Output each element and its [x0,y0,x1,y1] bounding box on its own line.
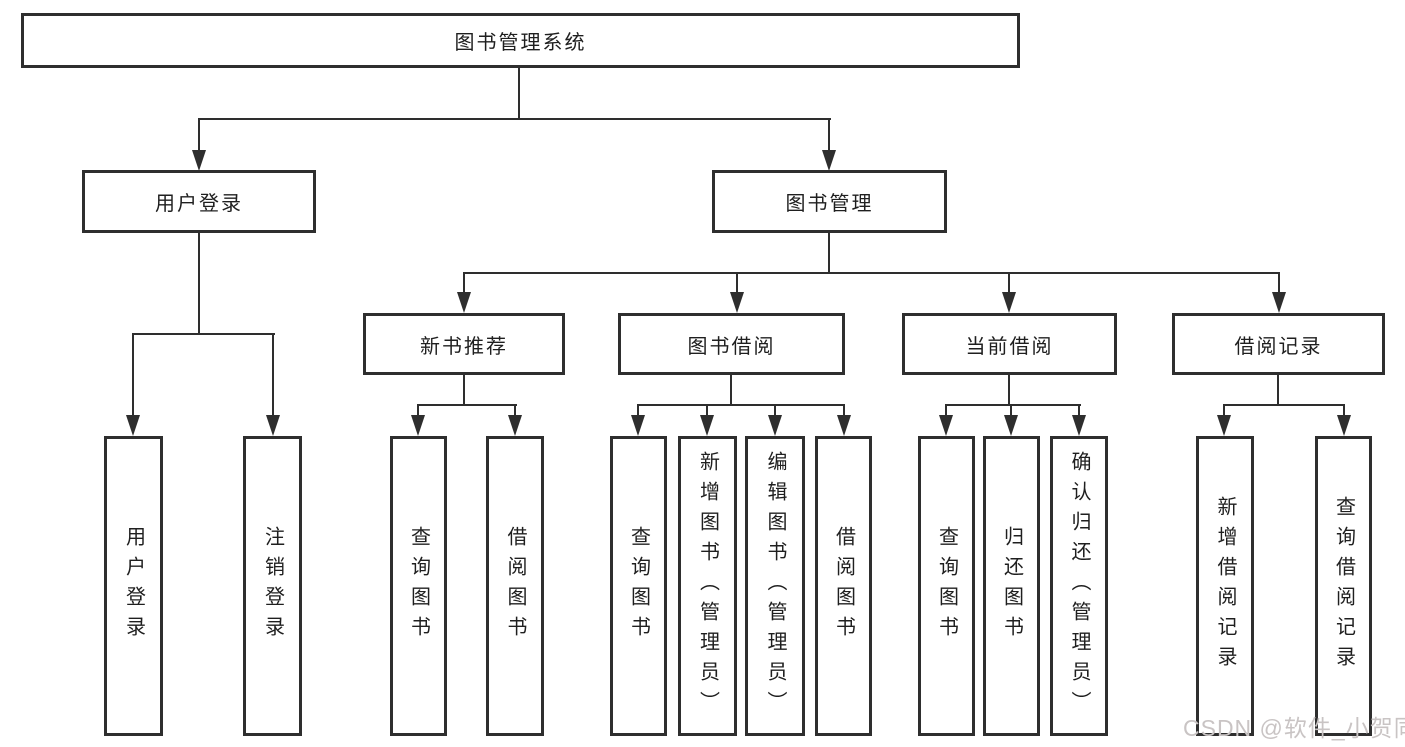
node-label: 图书管理系统 [454,32,587,54]
node-book-borrowing: 图书借阅 [618,313,845,375]
leaf-query-books-current: 查询图书 [918,436,975,736]
arrow-down-icon [192,150,206,171]
node-label: 查询图书 [407,526,430,646]
connector-line [198,118,831,120]
connector-line [1008,272,1010,294]
node-label: 用户登录 [155,193,243,215]
node-user-login: 用户登录 [82,170,316,233]
leaf-add-books-admin: 新增图书（管理员） [678,436,737,736]
arrow-down-icon [1272,292,1286,313]
connector-line [417,404,419,417]
leaf-add-borrow-record: 新增借阅记录 [1196,436,1254,736]
connector-line [1278,272,1280,294]
connector-line [1010,404,1012,417]
connector-line [198,118,200,152]
connector-line [706,404,708,417]
arrow-down-icon [457,292,471,313]
node-current-borrowing: 当前借阅 [902,313,1117,375]
connector-line [730,375,732,406]
connector-line [945,404,947,417]
connector-line [272,333,274,417]
connector-line [774,404,776,417]
node-label: 查询图书 [627,526,650,646]
connector-line [463,272,1280,274]
connector-line [132,333,134,417]
connector-line [1078,404,1080,417]
arrow-down-icon [1337,415,1351,436]
arrow-down-icon [126,415,140,436]
leaf-borrow-books: 借阅图书 [815,436,872,736]
leaf-return-books: 归还图书 [983,436,1040,736]
connector-line [637,404,639,417]
leaf-user-login: 用户登录 [104,436,163,736]
connector-line [514,404,516,417]
arrow-down-icon [837,415,851,436]
leaf-edit-books-admin: 编辑图书（管理员） [745,436,805,736]
connector-line [736,272,738,294]
arrow-down-icon [1072,415,1086,436]
node-label: 当前借阅 [965,335,1054,358]
node-label: 归还图书 [1000,526,1023,646]
connector-line [828,233,830,274]
arrow-down-icon [1002,292,1016,313]
arrow-down-icon [1217,415,1231,436]
node-label: 新书推荐 [420,335,508,358]
connector-line [843,404,845,417]
node-label: 编辑图书（管理员） [764,451,786,721]
leaf-query-books-recommendation: 查询图书 [390,436,447,736]
arrow-down-icon [631,415,645,436]
connector-line [463,272,465,294]
connector-line [1223,404,1345,406]
node-borrowing-records: 借阅记录 [1172,313,1385,375]
arrow-down-icon [1004,415,1018,436]
leaf-query-books-borrowing: 查询图书 [610,436,667,736]
connector-line [518,67,520,120]
node-label: 新增图书（管理员） [696,451,719,721]
connector-line [417,404,517,406]
arrow-down-icon [939,415,953,436]
arrow-down-icon [768,415,782,436]
connector-line [132,333,275,335]
connector-line [1223,404,1225,417]
arrow-down-icon [411,415,425,436]
leaf-logout: 注销登录 [243,436,302,736]
csdn-watermark: CSDN @软件_小贺同学 [1183,715,1405,741]
connector-line [198,233,200,335]
arrow-down-icon [508,415,522,436]
node-label: 借阅记录 [1234,335,1323,358]
connector-line [945,404,1081,406]
arrow-down-icon [700,415,714,436]
node-label: 借阅图书 [832,526,855,646]
connector-line [1277,375,1279,406]
arrow-down-icon [266,415,280,436]
node-label: 用户登录 [122,526,145,646]
connector-line [828,118,830,152]
connector-line [1008,375,1010,406]
leaf-confirm-return-admin: 确认归还（管理员） [1050,436,1108,736]
connector-line [1343,404,1345,417]
node-label: 借阅图书 [504,526,526,646]
leaf-borrow-books-recommendation: 借阅图书 [486,436,544,736]
arrow-down-icon [730,292,744,313]
node-label: 图书借阅 [687,335,776,358]
node-label: 查询图书 [935,526,958,646]
arrow-down-icon [822,150,836,171]
node-library-management-system: 图书管理系统 [21,13,1020,68]
node-label: 查询借阅记录 [1332,496,1355,676]
node-label: 图书管理 [785,193,874,215]
node-book-management: 图书管理 [712,170,947,233]
node-label: 确认归还（管理员） [1068,451,1090,721]
node-new-book-recommendation: 新书推荐 [363,313,565,375]
node-label: 新增借阅记录 [1214,496,1236,676]
connector-line [463,375,465,406]
connector-line [637,404,845,406]
leaf-query-borrow-record: 查询借阅记录 [1315,436,1372,736]
node-label: 注销登录 [261,526,284,646]
